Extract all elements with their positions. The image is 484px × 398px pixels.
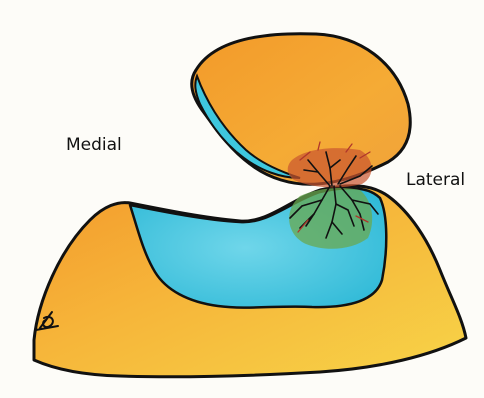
medial-label: Medial <box>66 135 122 155</box>
lateral-label: Lateral <box>406 170 465 190</box>
